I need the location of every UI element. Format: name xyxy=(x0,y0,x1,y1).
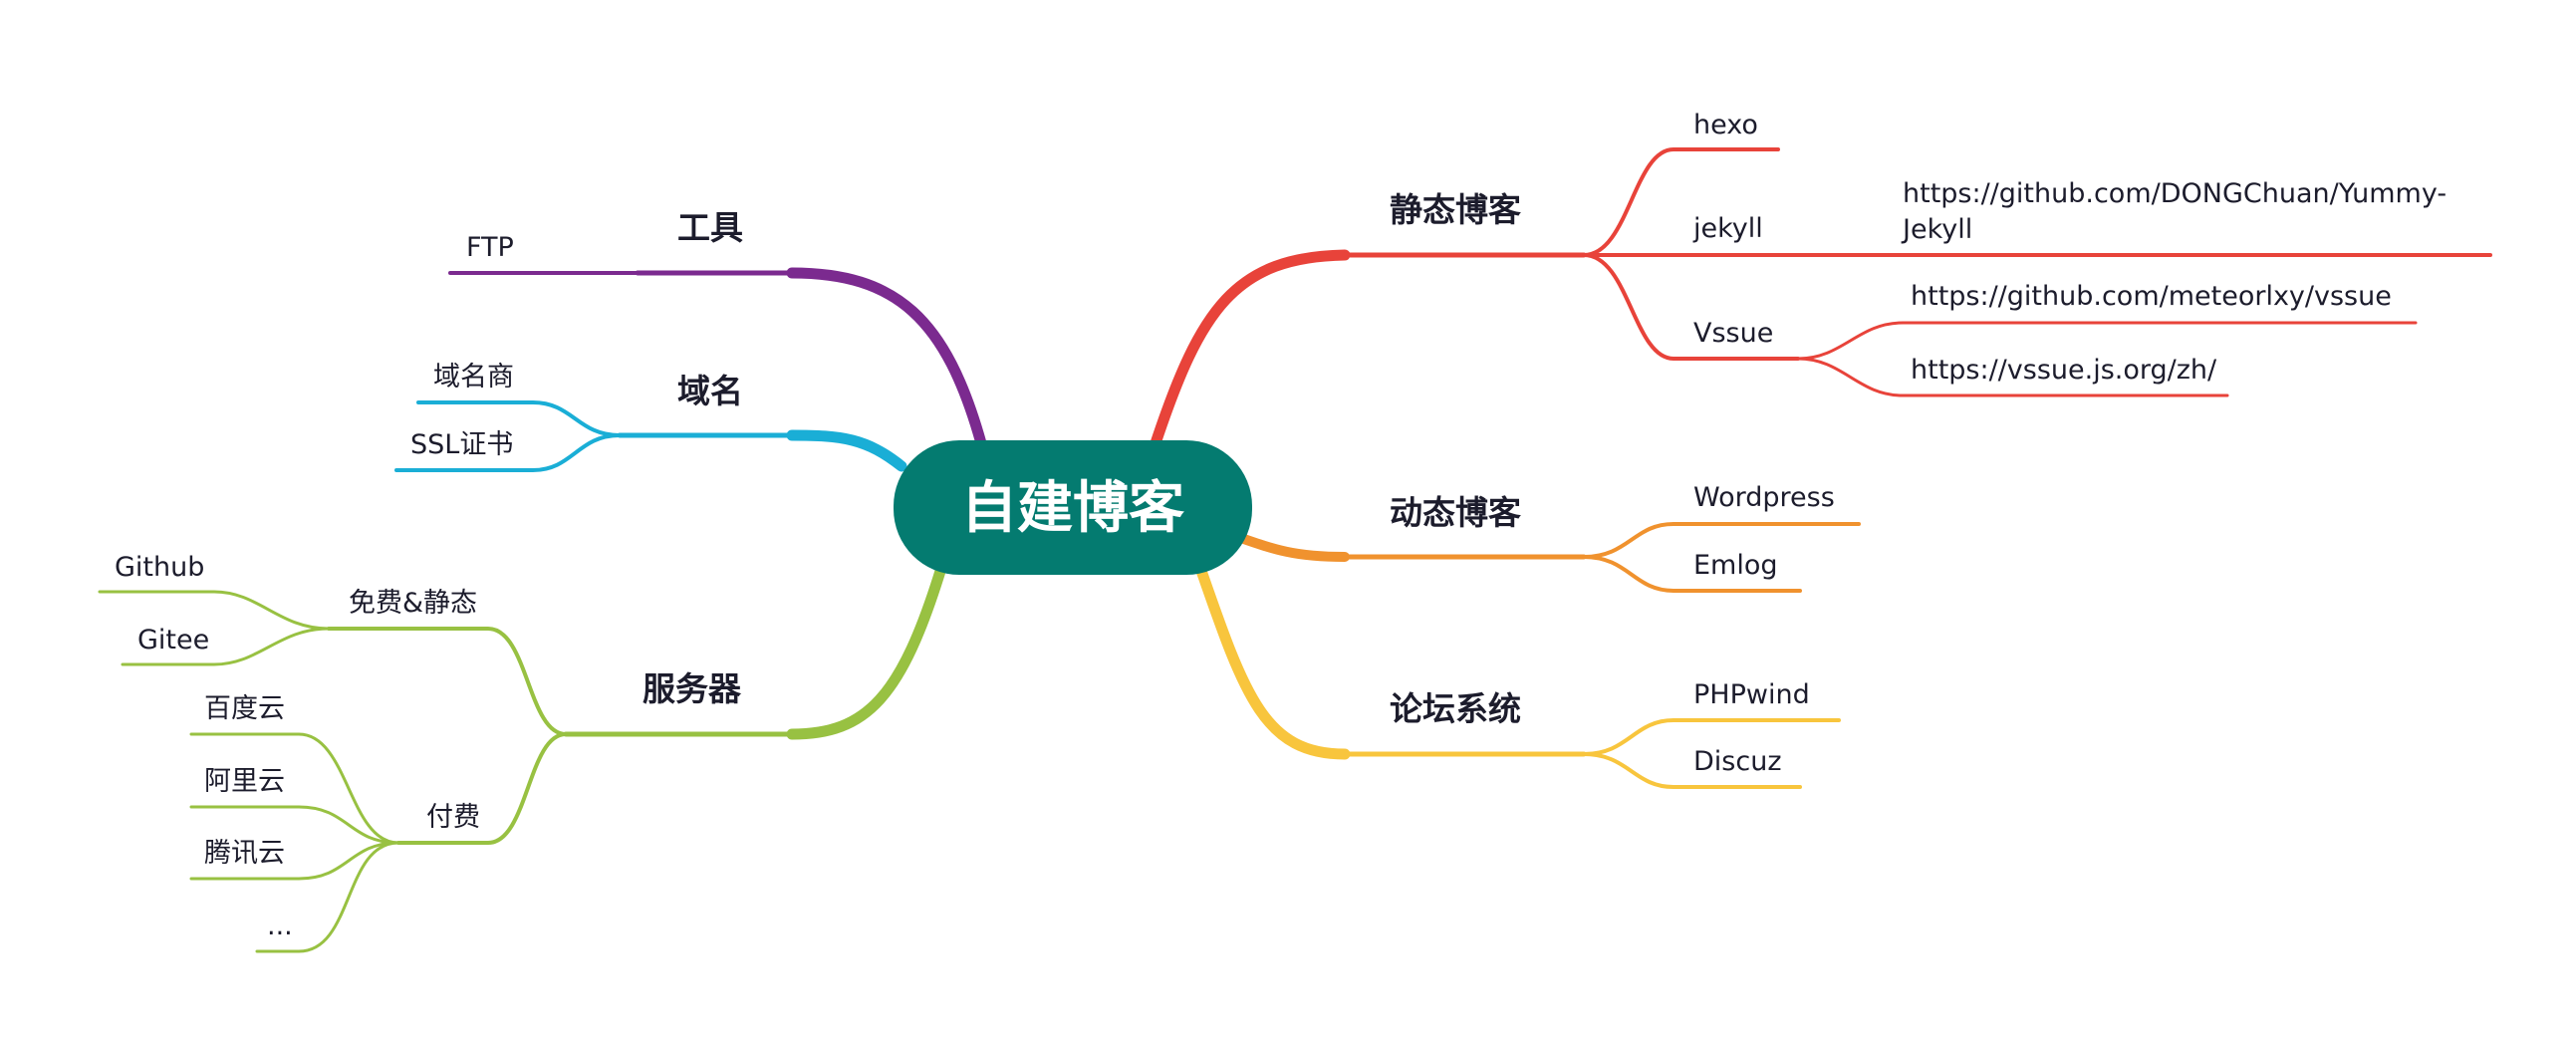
leaf-ftp: FTP xyxy=(466,232,514,263)
leaf-github: Github xyxy=(115,552,204,583)
center-node xyxy=(894,440,1252,575)
branch-forum xyxy=(1194,562,1841,789)
leaf-tencent: 腾讯云 xyxy=(204,838,285,869)
leaf-ssl: SSL证书 xyxy=(410,429,513,460)
leaf-vssue-url-1: https://github.com/meteorlxy/vssue xyxy=(1911,281,2392,312)
connector-to-vssue-url-1 xyxy=(1796,321,2418,361)
branch-dynamic-blog xyxy=(1230,522,1861,593)
connector-to-emlog xyxy=(1582,555,1802,593)
connector-center-to-static-blog xyxy=(1150,249,1351,449)
connector-to-tencent xyxy=(189,841,400,881)
connector-to-baidu xyxy=(189,732,400,845)
connector-to-more xyxy=(255,841,400,953)
branch-label-dynamic-blog: 动态博客 xyxy=(1390,493,1521,532)
connector-to-vssue xyxy=(1582,253,1800,361)
connector-to-ssl xyxy=(394,433,622,472)
connector-center-to-tools xyxy=(786,267,987,449)
leaf-registrar: 域名商 xyxy=(433,362,514,392)
branch-static-blog xyxy=(1150,147,2492,449)
branch-label-tools: 工具 xyxy=(677,208,743,247)
branch-tools xyxy=(448,267,987,449)
leaf-wordpress: Wordpress xyxy=(1693,482,1835,513)
leaf-jekyll-url-line1: https://github.com/DONGChuan/Yummy- xyxy=(1903,178,2447,209)
connector-to-free-static xyxy=(327,627,568,736)
connector-to-wordpress xyxy=(1582,522,1861,559)
leaf-jekyll: jekyll xyxy=(1692,213,1763,244)
connector-to-registrar xyxy=(416,400,622,437)
connector-to-vssue-url-2 xyxy=(1796,357,2229,397)
leaf-free-static: 免费&静态 xyxy=(349,588,477,619)
connector-center-to-domain xyxy=(786,429,907,472)
branch-label-static-blog: 静态博客 xyxy=(1390,190,1521,229)
leaf-more: ... xyxy=(267,911,293,941)
branch-domain xyxy=(394,400,907,472)
connector-to-phpwind xyxy=(1582,718,1841,756)
connector-to-aliyun xyxy=(189,805,400,845)
leaf-emlog: Emlog xyxy=(1693,550,1778,581)
connector-center-to-dynamic-blog xyxy=(1230,531,1350,562)
leaf-gitee: Gitee xyxy=(137,625,209,655)
connector-center-to-forum xyxy=(1194,562,1351,760)
branch-label-domain: 域名 xyxy=(677,372,743,410)
leaf-baidu: 百度云 xyxy=(204,693,285,724)
connector-to-discuz xyxy=(1582,752,1802,789)
branch-label-server: 服务器 xyxy=(643,669,742,708)
leaf-vssue: Vssue xyxy=(1693,318,1773,349)
leaf-phpwind: PHPwind xyxy=(1693,679,1810,710)
branch-server xyxy=(98,562,947,953)
leaf-paid: 付费 xyxy=(426,802,480,833)
connector-to-hexo xyxy=(1582,147,1780,257)
connector-to-gitee xyxy=(121,627,331,666)
leaf-vssue-url-2: https://vssue.js.org/zh/ xyxy=(1911,355,2217,386)
leaf-discuz: Discuz xyxy=(1693,746,1782,777)
center-node-label: 自建博客 xyxy=(961,476,1184,541)
connector-center-to-server xyxy=(786,562,947,740)
connector-to-github xyxy=(98,590,331,631)
leaf-jekyll-url-line2: Jekyll xyxy=(1901,214,1972,245)
leaf-aliyun: 阿里云 xyxy=(204,766,285,797)
branch-label-forum: 论坛系统 xyxy=(1390,689,1521,728)
leaf-hexo: hexo xyxy=(1693,110,1758,140)
connector-to-paid xyxy=(396,732,568,845)
